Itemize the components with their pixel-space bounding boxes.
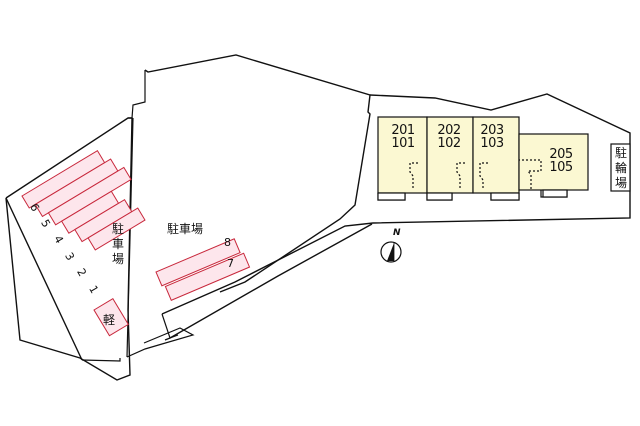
- road-line-left: [128, 70, 146, 119]
- apartment-building: [377, 116, 589, 201]
- road-line: [126, 117, 134, 358]
- unit-upper-number: 203: [480, 123, 504, 138]
- compass-icon: [380, 241, 402, 263]
- main-lot-boundary: [144, 54, 371, 293]
- west-edge: [5, 197, 83, 361]
- main-lot-bottom: [126, 327, 195, 358]
- unit-lower-number: 103: [480, 136, 504, 151]
- kei-slot-label: 軽: [103, 313, 116, 327]
- unit-label-203-103: 203 103: [475, 124, 509, 150]
- south-notch: [161, 313, 179, 339]
- unit-label-201-101: 201 101: [386, 124, 420, 150]
- bicycle-parking-label: 駐輪場: [614, 146, 627, 190]
- kei-parking-slot: [93, 297, 129, 337]
- west-parking-label: 駐車場: [111, 222, 124, 266]
- unit-upper-number: 202: [437, 123, 461, 138]
- south-road-edge-2: [164, 223, 373, 341]
- center-parking-label: 駐車場: [167, 222, 204, 236]
- unit-upper-number: 201: [391, 123, 415, 138]
- unit-lower-number: 105: [549, 160, 573, 175]
- unit-lower-number: 102: [437, 136, 461, 151]
- center-parking-area: [155, 238, 251, 301]
- parking-slot-8: 8: [224, 236, 231, 249]
- unit-lower-number: 101: [391, 136, 415, 151]
- bicycle-parking-box: [610, 143, 631, 192]
- west-bottom: [81, 358, 121, 362]
- west-parking-area: [21, 149, 146, 251]
- unit-upper-number: 205: [549, 147, 573, 162]
- unit-label-205-105: 205 105: [544, 148, 578, 174]
- unit-label-202-102: 202 102: [432, 124, 466, 150]
- parking-slot-7: 7: [227, 257, 234, 270]
- compass-north-label: N: [393, 228, 401, 238]
